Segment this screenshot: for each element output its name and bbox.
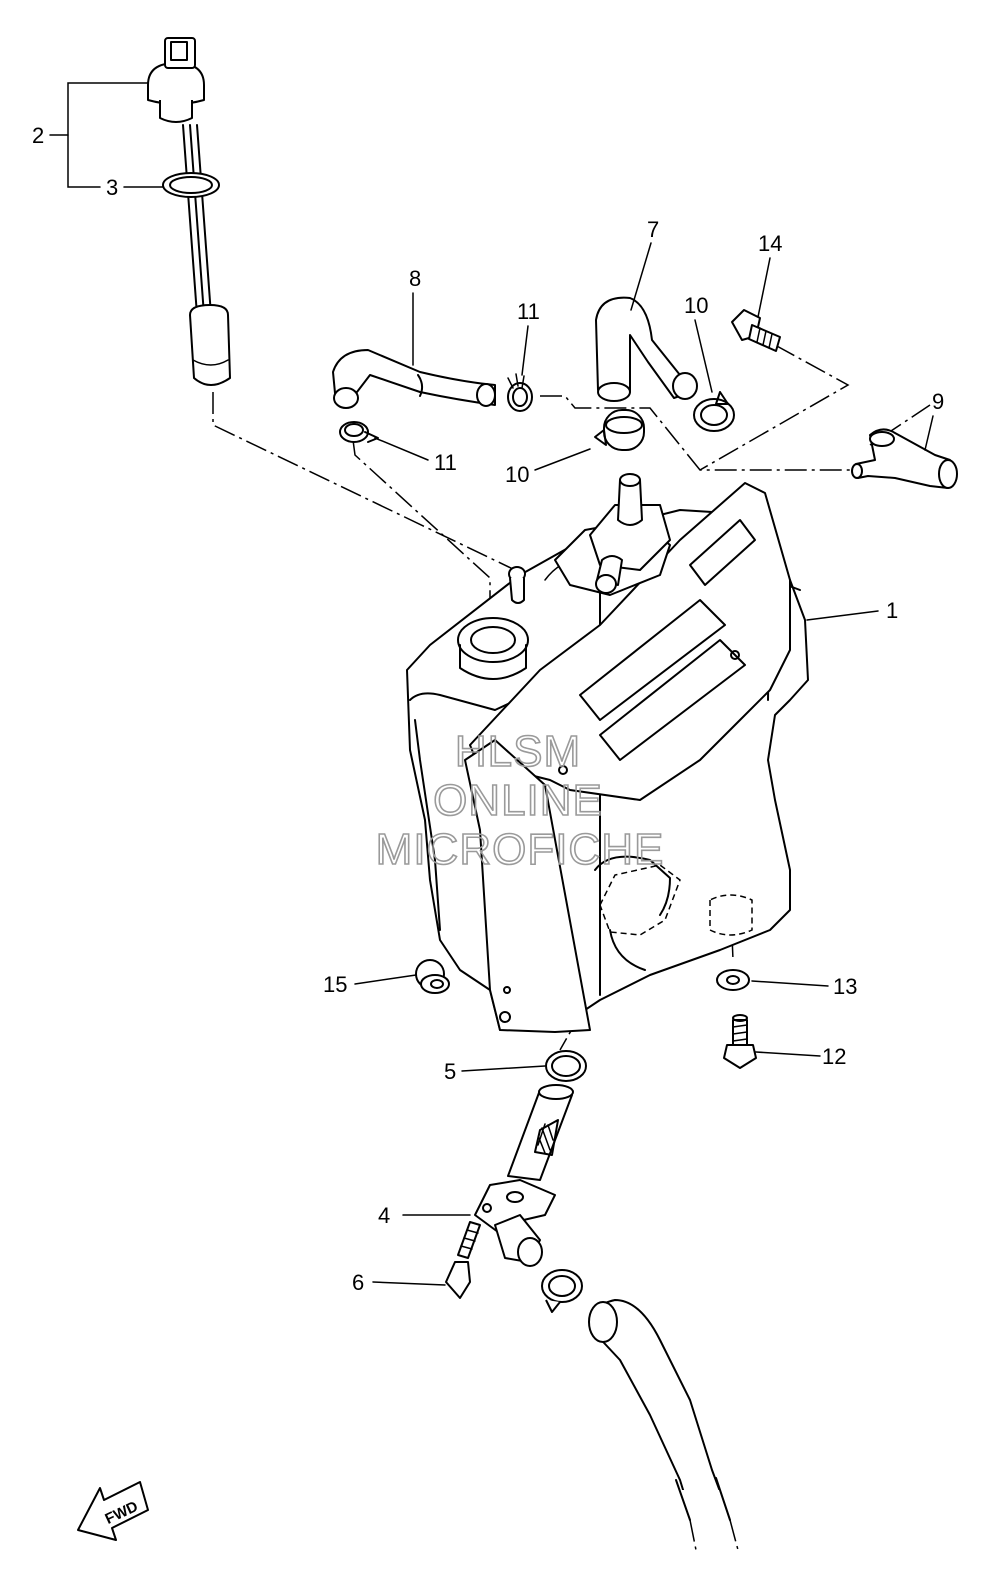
- callout-14: 14: [758, 231, 782, 256]
- watermark-line-1: HLSM: [455, 727, 581, 776]
- o-ring-3[interactable]: [162, 172, 220, 198]
- watermark-line-2: ONLINE: [433, 776, 603, 825]
- callout-13: 13: [833, 974, 857, 999]
- leader-lines: [49, 82, 934, 1286]
- hose-7[interactable]: [595, 296, 698, 402]
- callout-4: 4: [378, 1203, 390, 1228]
- callout-2: 2: [32, 123, 44, 148]
- drain-bolt-12[interactable]: [723, 1014, 757, 1069]
- strainer-4[interactable]: [474, 1084, 574, 1267]
- bolt-14[interactable]: [731, 309, 781, 352]
- callout-3: 3: [106, 175, 118, 200]
- fwd-arrow-icon: FWD: [77, 1481, 149, 1541]
- o-ring-5[interactable]: [545, 1050, 587, 1082]
- watermark: HLSM ONLINE MICROFICHE: [375, 726, 665, 875]
- bolt-6[interactable]: [445, 1221, 481, 1299]
- joint-9[interactable]: [851, 428, 958, 489]
- callout-9: 9: [932, 389, 944, 414]
- callout-5: 5: [444, 1059, 456, 1084]
- callouts: 1 2 3 4 5 6 7 8 9 10 10 11 11 12 13 14 1…: [32, 123, 944, 1295]
- oil-level-sensor[interactable]: [147, 37, 231, 386]
- callout-15: 15: [323, 972, 347, 997]
- callout-10-lower: 10: [505, 462, 529, 487]
- watermark-line-3: MICROFICHE: [376, 825, 665, 874]
- callout-7: 7: [647, 217, 659, 242]
- callout-11-upper: 11: [517, 299, 540, 324]
- clamp-10-upper[interactable]: [693, 391, 735, 432]
- lower-clamp[interactable]: [541, 1269, 583, 1313]
- hose-8[interactable]: [332, 349, 496, 409]
- grommet-15[interactable]: [415, 959, 450, 994]
- callout-12: 12: [822, 1044, 846, 1069]
- callout-6: 6: [352, 1270, 364, 1295]
- clamp-10-lower[interactable]: [594, 409, 645, 451]
- clamp-11-upper[interactable]: [507, 373, 533, 412]
- clamp-11-lower[interactable]: [339, 421, 379, 443]
- washer-13[interactable]: [716, 969, 750, 991]
- callout-10-upper: 10: [684, 293, 708, 318]
- callout-1: 1: [886, 598, 898, 623]
- oil-tank[interactable]: [406, 473, 809, 1033]
- lower-hose[interactable]: [588, 1299, 745, 1576]
- callout-11-lower: 11: [434, 450, 457, 475]
- callout-8: 8: [409, 266, 421, 291]
